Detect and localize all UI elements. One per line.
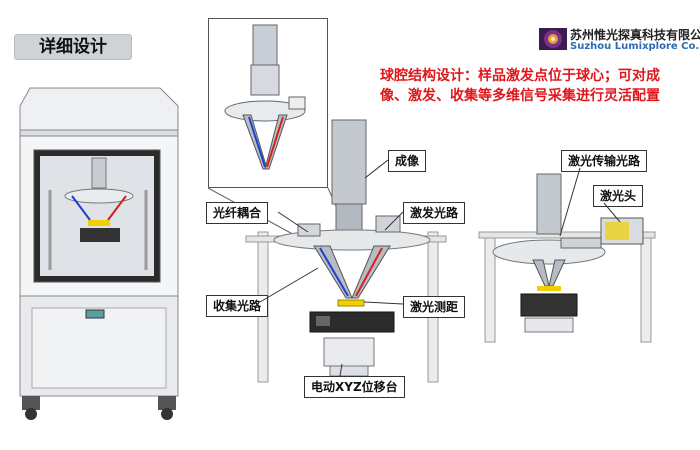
probe-zoom-inset [208, 18, 328, 188]
label-laser-ranging: 激光测距 [403, 296, 466, 318]
label-laser-head: 激光头 [593, 185, 644, 207]
label-laser-transmission-path: 激光传输光路 [561, 150, 648, 172]
label-collection-path: 收集光路 [206, 295, 269, 317]
label-xyz-stage: 电动XYZ位移台 [304, 376, 405, 398]
design-note: 球腔结构设计：样品激发点位于球心；可对成像、激发、收集等多维信号采集进行灵活配置 [380, 68, 660, 104]
company-name-en: Suzhou Lumixplore Co. Ltd. [570, 41, 700, 52]
label-excitation-path: 激发光路 [403, 202, 466, 224]
instrument-cabinet-illustration [19, 87, 179, 420]
label-imaging: 成像 [388, 150, 427, 172]
company-name-cn: 苏州惟光探真科技有限公司 [570, 28, 700, 42]
label-fiber-coupling: 光纤耦合 [206, 202, 269, 224]
company-logo-icon [539, 28, 567, 50]
section-title: 详细设计 [14, 34, 132, 60]
laser-transmission-illustration [478, 173, 656, 343]
